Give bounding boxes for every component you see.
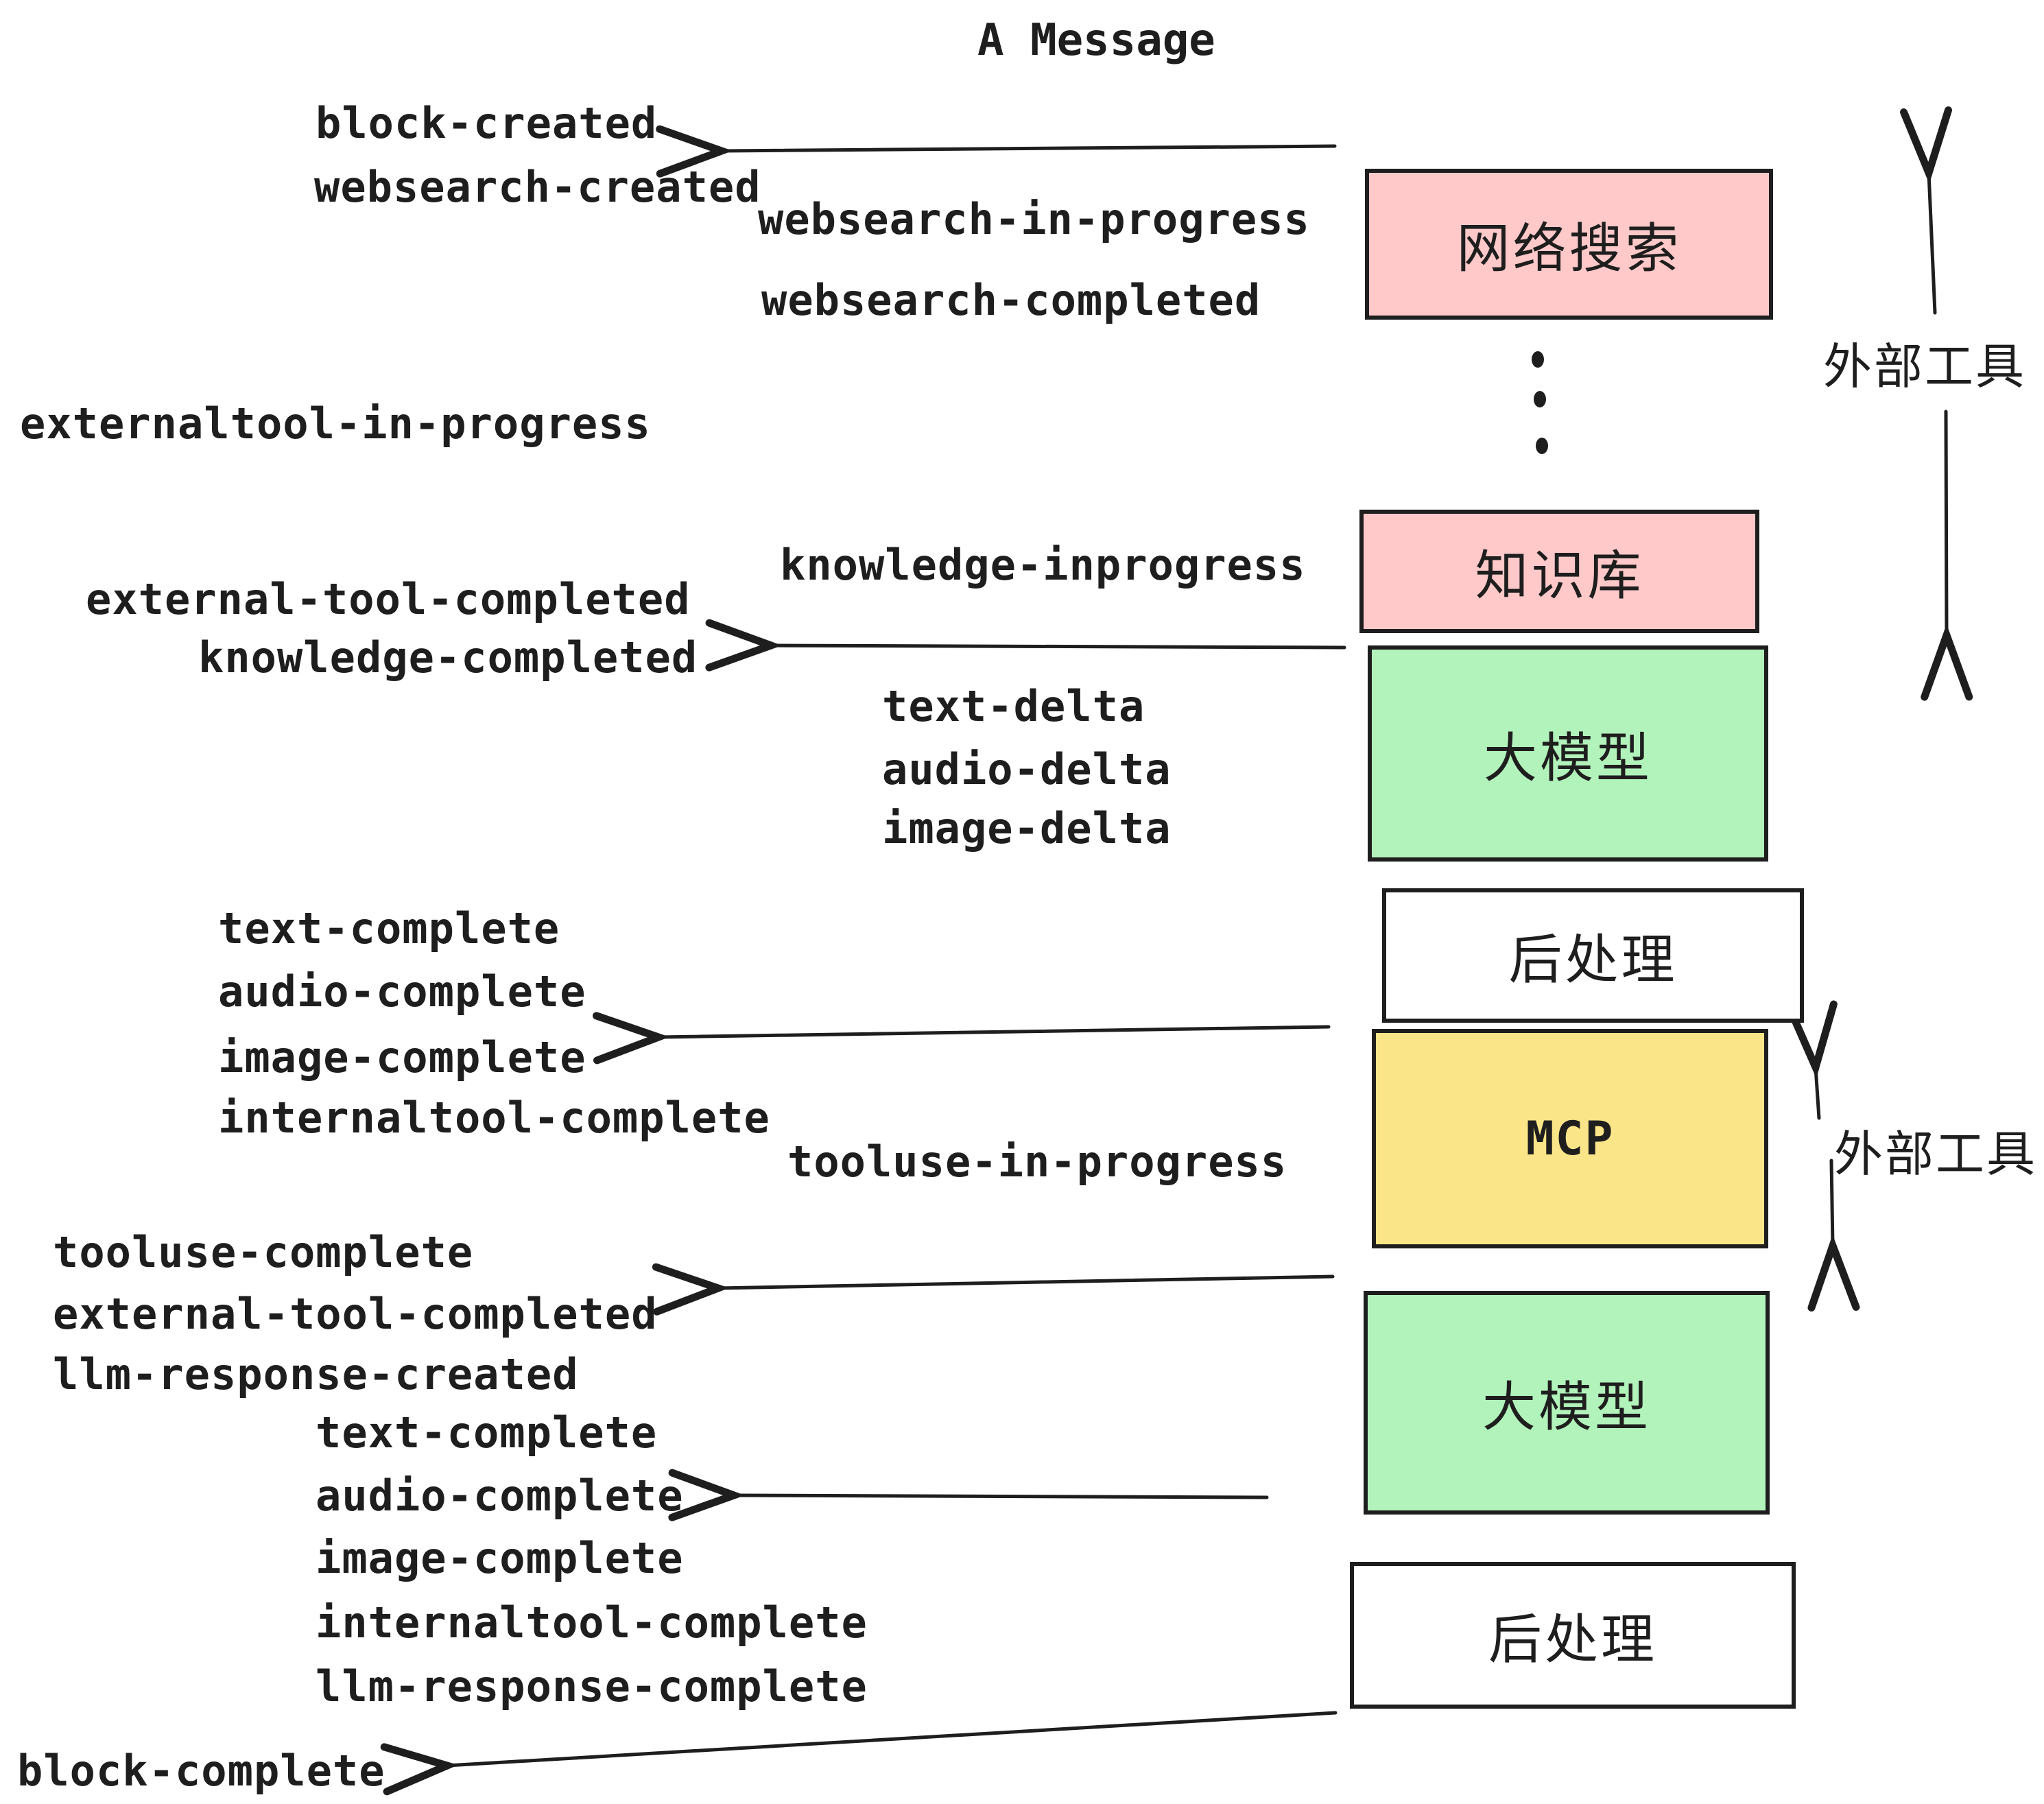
event-label-image-delta-1: image-delta	[882, 803, 1172, 853]
event-label-externaltool-in-progress: externaltool-in-progress	[20, 399, 651, 449]
box-llm-1: 大模型	[1368, 645, 1768, 862]
dot-icon	[1534, 391, 1546, 407]
external-tools-label-1: 外部工具	[1823, 338, 2027, 395]
arrow-image-complete	[658, 1027, 1331, 1037]
box-llm-2-label: 大模型	[1482, 1377, 1651, 1438]
event-label-block-created: block-created	[316, 98, 658, 148]
event-label-audio-complete-2: audio-complete	[316, 1471, 684, 1521]
event-label-block-complete: block-complete	[17, 1746, 385, 1796]
arrow-external-tools-up-2	[1816, 1067, 1819, 1120]
event-label-internaltool-complete-2: internaltool-complete	[316, 1598, 868, 1648]
external-tools-label-2: 外部工具	[1834, 1126, 2038, 1183]
event-label-image-complete-2: image-complete	[316, 1533, 684, 1583]
event-label-knowledge-inprogress: knowledge-inprogress	[780, 540, 1306, 590]
arrow-external-tools-down-1	[1946, 410, 1947, 635]
event-label-audio-delta-1: audio-delta	[882, 744, 1172, 794]
event-label-websearch-created: websearch-created	[314, 162, 761, 212]
arrow-block-created	[722, 146, 1337, 151]
box-postprocess-1-label: 后处理	[1508, 929, 1678, 991]
event-label-text-complete-2: text-complete	[316, 1408, 658, 1458]
box-postprocess-2: 后处理	[1350, 1562, 1796, 1709]
arrow-tooluse-complete	[718, 1277, 1335, 1288]
box-llm-1-label: 大模型	[1483, 727, 1652, 790]
box-postprocess-2-label: 后处理	[1488, 1609, 1657, 1671]
arrow-external-tools-down-2	[1831, 1159, 1833, 1246]
event-label-external-tool-completed-2: external-tool-completed	[53, 1289, 658, 1339]
event-label-llm-response-complete: llm-response-complete	[316, 1661, 868, 1711]
arrow-block-complete	[447, 1711, 1338, 1766]
arrow-audio-complete	[734, 1495, 1269, 1497]
event-label-llm-response-created: llm-response-created	[53, 1349, 579, 1399]
dot-icon	[1536, 438, 1548, 454]
event-label-external-tool-completed-1: external-tool-completed	[86, 574, 691, 624]
box-websearch: 网络搜索	[1365, 169, 1773, 320]
box-mcp-label: MCP	[1525, 1111, 1615, 1166]
event-label-text-delta-1: text-delta	[882, 681, 1145, 731]
event-label-tooluse-in-progress: tooluse-in-progress	[787, 1137, 1287, 1187]
event-label-internaltool-complete-1: internaltool-complete	[218, 1093, 770, 1143]
event-label-audio-complete-1: audio-complete	[218, 966, 586, 1017]
event-label-tooluse-complete: tooluse-complete	[53, 1227, 474, 1277]
box-websearch-label: 网络搜索	[1456, 218, 1682, 280]
dot-icon	[1532, 351, 1544, 368]
arrow-knowledge-completed	[771, 645, 1346, 648]
arrow-external-tools-up-1	[1929, 173, 1935, 315]
box-knowledge: 知识库	[1359, 510, 1759, 633]
diagram-title: A Message	[977, 15, 1215, 66]
event-label-knowledge-completed: knowledge-completed	[198, 632, 698, 683]
box-mcp: MCP	[1372, 1029, 1768, 1248]
event-label-websearch-completed: websearch-completed	[761, 275, 1261, 325]
box-postprocess-1: 后处理	[1382, 888, 1804, 1023]
event-label-image-complete-1: image-complete	[218, 1032, 586, 1082]
box-knowledge-label: 知识库	[1475, 545, 1644, 607]
box-llm-2: 大模型	[1364, 1291, 1770, 1515]
event-label-websearch-in-progress: websearch-in-progress	[758, 194, 1310, 244]
event-label-text-complete-1: text-complete	[218, 903, 560, 953]
ellipsis-dots	[1532, 351, 1548, 454]
